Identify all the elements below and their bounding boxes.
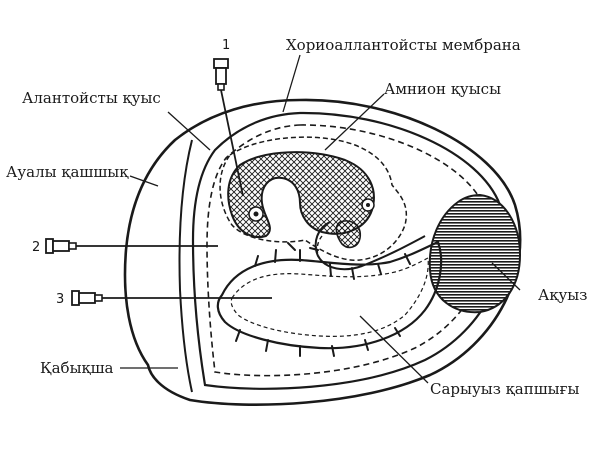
- yolk-villi: [235, 242, 411, 357]
- albumen-region: [428, 193, 522, 314]
- needle-2: [45, 238, 218, 254]
- needle-3-number: 3: [56, 292, 64, 307]
- label-allantoic-cavity: Алантойсты қуыс: [22, 89, 161, 107]
- embryo-body: [227, 151, 375, 238]
- egg-shell: [123, 98, 522, 406]
- label-yolk-sac: Сарыуыз қапшығы: [430, 380, 579, 398]
- air-cell-boundary: [178, 139, 193, 393]
- label-chorioallantoic-membrane: Хориоаллантойсты мембрана: [286, 36, 521, 54]
- label-amnion-cavity: Амнион қуысы: [384, 80, 501, 98]
- label-albumen: Ақуыз: [538, 286, 587, 304]
- dashed-membrane: [206, 124, 490, 377]
- chorioallantoic-membrane: [191, 111, 506, 390]
- needle-3: [71, 290, 272, 306]
- label-air-cell: Ауалы қашшық: [6, 163, 129, 181]
- leader-lines: [120, 54, 521, 384]
- needle-2-number: 2: [32, 240, 40, 255]
- needle-1: [213, 58, 244, 197]
- label-shell: Қабықша: [40, 359, 114, 377]
- allantoic-loop: [314, 221, 426, 271]
- embryo-limb: [335, 220, 362, 249]
- needle-1-number: 1: [222, 38, 230, 53]
